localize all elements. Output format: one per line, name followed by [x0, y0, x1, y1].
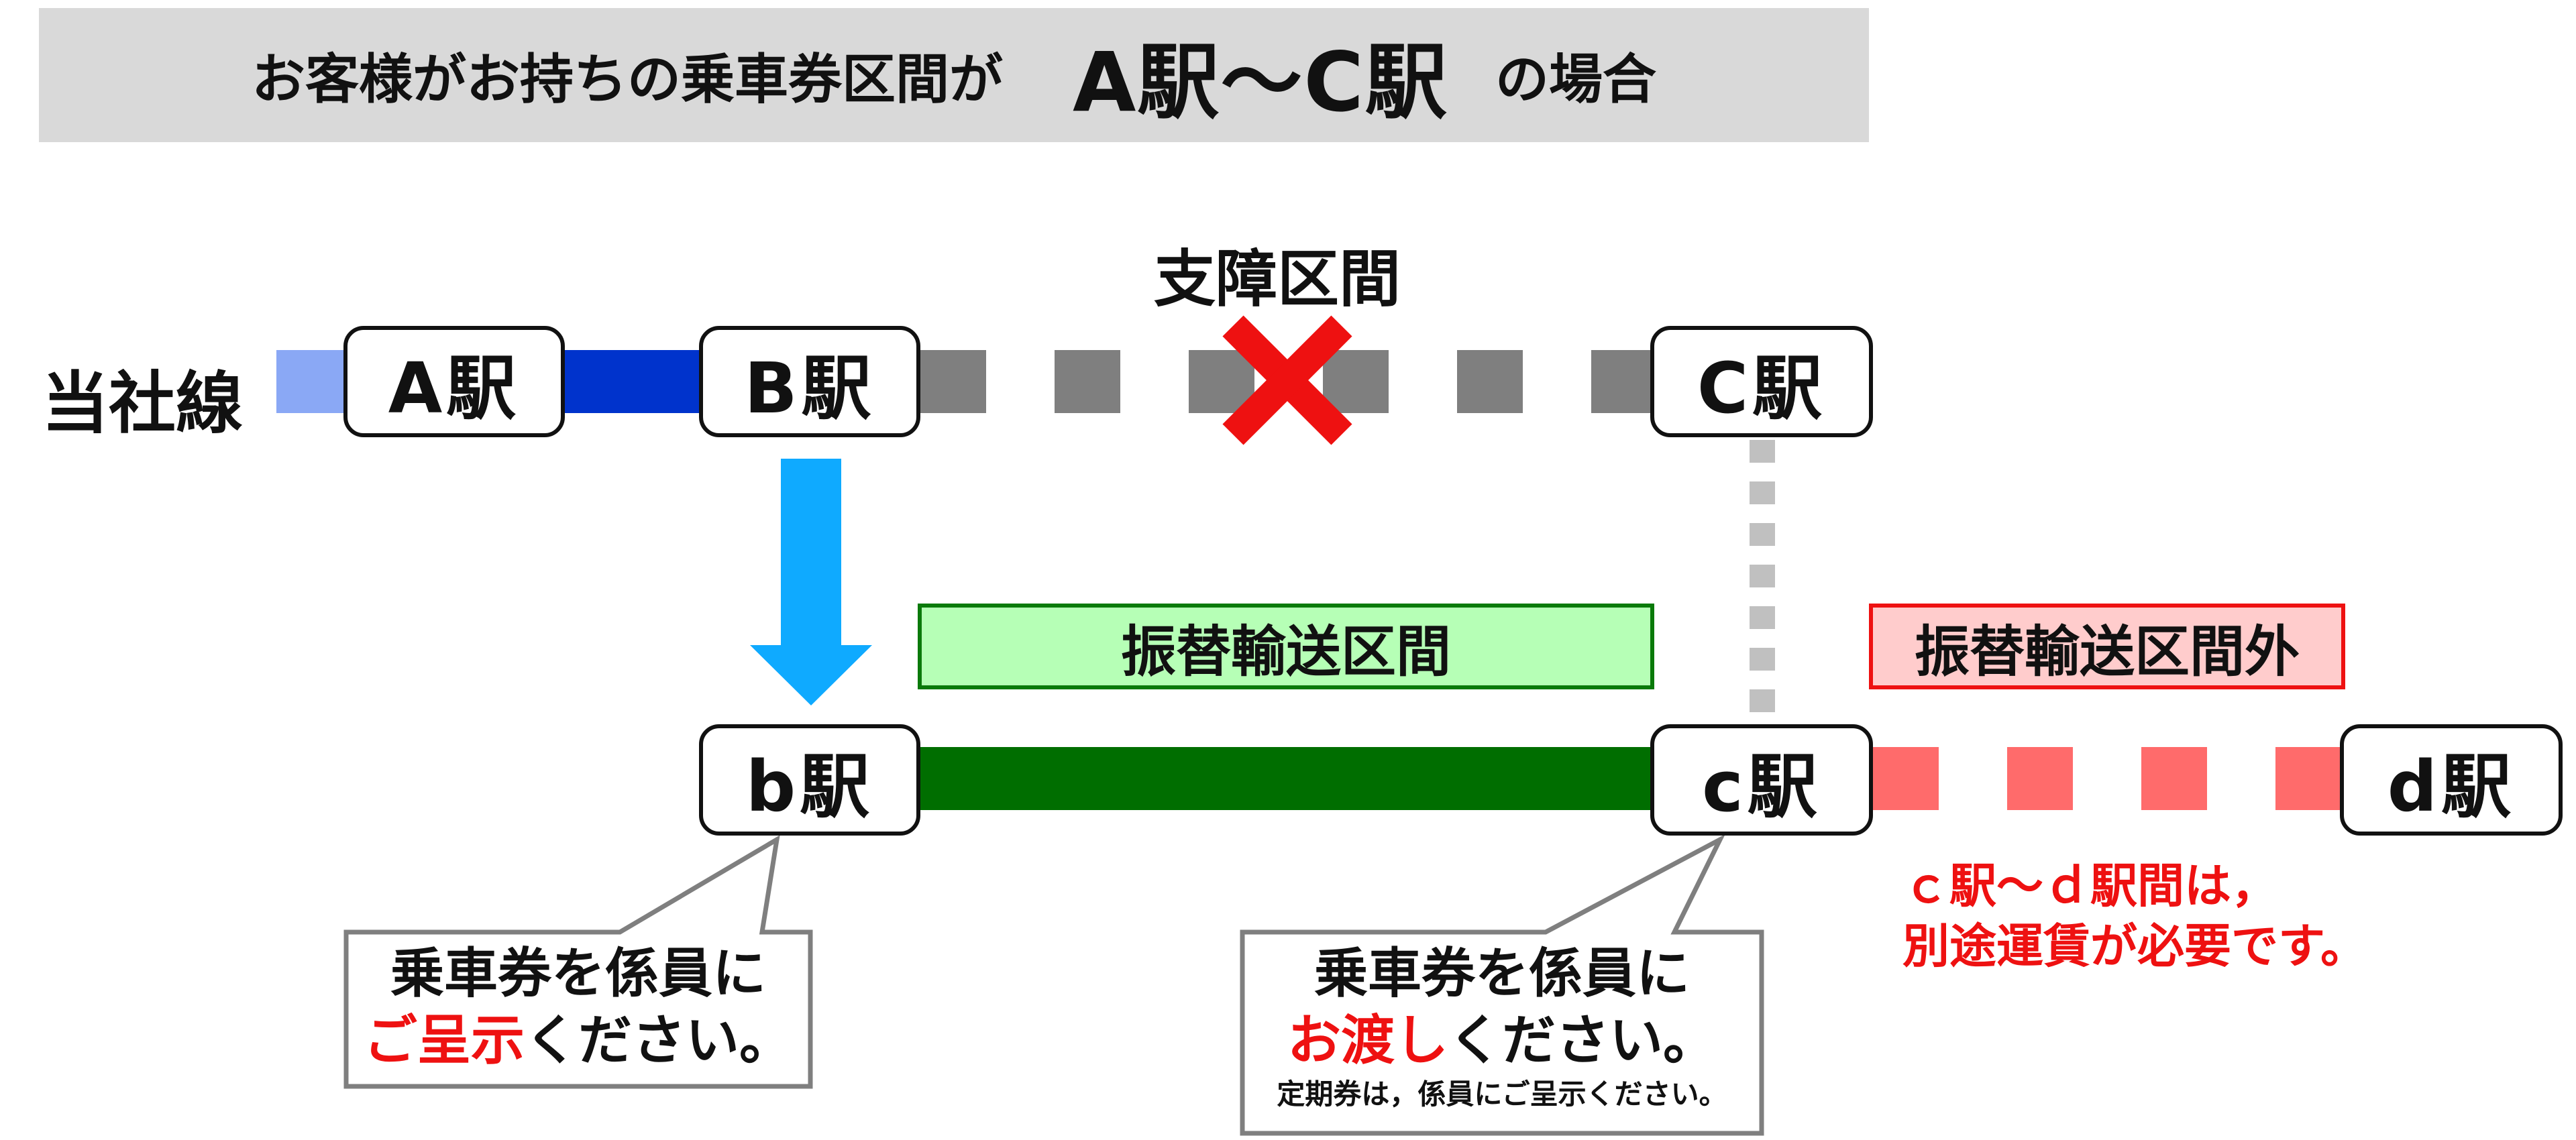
transfer-arrow-icon: [750, 459, 872, 705]
line-segment-start: [276, 350, 347, 413]
transfer-section-label: 振替輸送区間: [918, 604, 1654, 689]
station-b-small: b駅: [699, 724, 920, 836]
blocked-section-dashes: [920, 350, 1657, 413]
callout-c-emphasis: お渡し: [1287, 1009, 1448, 1072]
callout-b-rest: ください。: [525, 1009, 793, 1072]
callout-c-rest: ください。: [1448, 1009, 1717, 1072]
station-c: C駅: [1650, 326, 1873, 437]
callout-b-text: 乗車券を係員に ご呈示ください。: [346, 940, 810, 1074]
station-d-small: d駅: [2340, 724, 2563, 836]
station-c-small: c駅: [1650, 724, 1873, 836]
station-b: B駅: [699, 326, 920, 437]
header-suffix: の場合: [1495, 48, 1656, 111]
outside-transfer-section-label: 振替輸送区間外: [1869, 604, 2345, 689]
callout-b-line2: ご呈示ください。: [346, 1007, 810, 1074]
outside-section-dashes: [1873, 747, 2341, 810]
extra-fare-note: ｃ駅～ｄ駅間は， 別途運賃が必要です。: [1902, 856, 2367, 976]
callout-b-shape: [343, 835, 813, 1089]
connector-dotted-line: [1750, 440, 1775, 712]
line-segment-a-b: [561, 350, 708, 413]
extra-fare-note-line1: ｃ駅～ｄ駅間は，: [1902, 858, 2278, 913]
blockage-section-label: 支障区間: [1154, 243, 1401, 315]
extra-fare-note-line2: 別途運賃が必要です。: [1902, 919, 2367, 974]
callout-b-line1: 乗車券を係員に: [390, 942, 766, 1005]
callout-c-line1: 乗車券を係員に: [1314, 942, 1690, 1005]
blockage-cross-icon: [1222, 315, 1352, 445]
station-a: A駅: [343, 326, 565, 437]
callout-c-text: 乗車券を係員に お渡しください。 定期券は，係員にご呈示ください。: [1242, 940, 1762, 1115]
transfer-line-b-c: [918, 747, 1653, 810]
header-banner: お客様がお持ちの乗車券区間が A駅～C駅 の場合: [39, 8, 1869, 142]
header-text: お客様がお持ちの乗車券区間が A駅～C駅 の場合: [39, 8, 1869, 142]
callout-c-line2: お渡しください。: [1242, 1007, 1762, 1074]
callout-c-note: 定期券は，係員にご呈示ください。: [1277, 1078, 1727, 1110]
line-label: 当社線: [42, 364, 243, 443]
callout-c-shape: [1240, 834, 1764, 1136]
header-route: A駅～C駅: [1073, 34, 1448, 130]
header-prefix: お客様がお持ちの乗車券区間が: [252, 48, 1004, 111]
callout-b-emphasis: ご呈示: [364, 1009, 525, 1072]
